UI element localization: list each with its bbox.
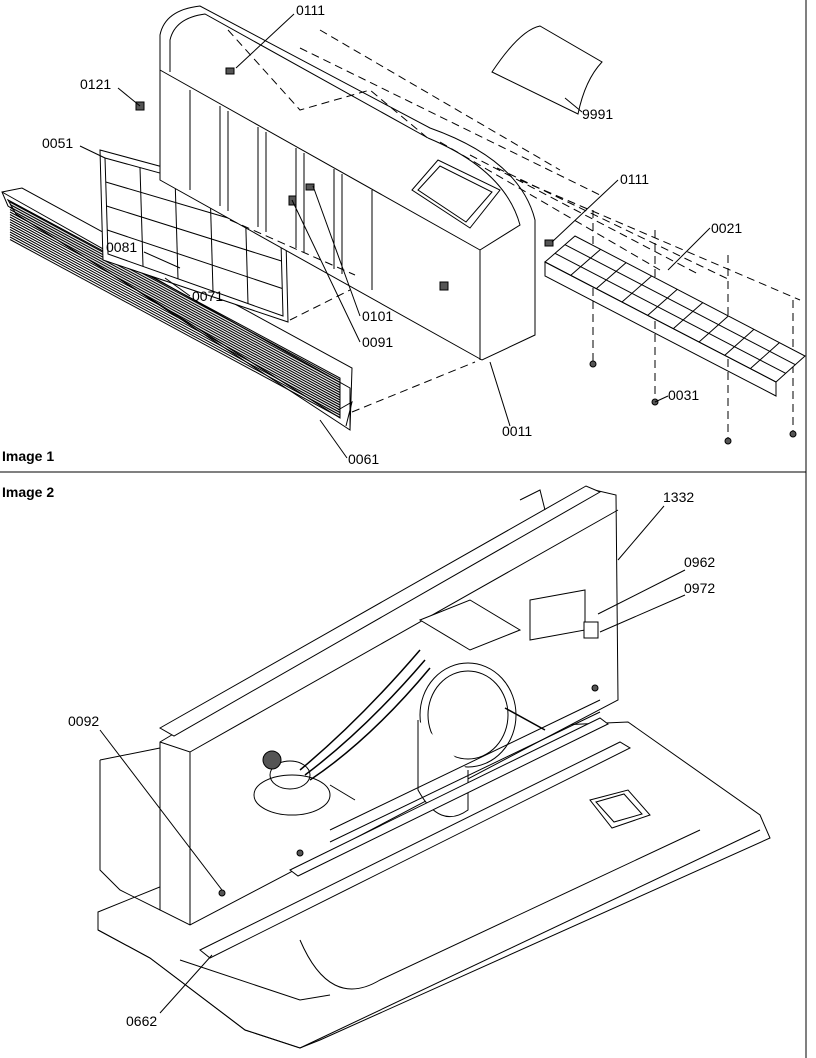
back-panel (99, 485, 619, 926)
callout-0111-top: 0111 (296, 2, 325, 18)
callout-9991: 9991 (582, 106, 613, 122)
assembly-lines (229, 29, 801, 440)
panel-1-drawing: 0111 0121 9991 0051 0111 0021 0081 0071 … (1, 2, 806, 467)
callout-1332: 1332 (663, 489, 694, 505)
leaders-1 (79, 13, 711, 459)
panel-2-drawing: 1332 0962 0972 0092 0662 Image 2 (2, 484, 771, 1049)
callout-0081: 0081 (106, 239, 137, 255)
callouts-2: 1332 0962 0972 0092 0662 (68, 489, 715, 1029)
callouts-1: 0111 0121 9991 0051 0111 0021 0081 0071 … (42, 2, 742, 467)
callout-0061: 0061 (348, 451, 379, 467)
callout-0662: 0662 (126, 1013, 157, 1029)
callout-0111-right: 0111 (620, 171, 649, 187)
callout-0011: 0011 (502, 423, 532, 439)
callout-0031: 0031 (668, 387, 699, 403)
panel-2-label: Image 2 (2, 484, 54, 500)
drain-tray (544, 235, 806, 397)
callout-0071: 0071 (192, 288, 223, 304)
callout-0972: 0972 (684, 580, 715, 596)
panel-1-label: Image 1 (2, 448, 54, 464)
callout-0962: 0962 (684, 554, 715, 570)
control-assembly (253, 649, 431, 816)
callout-0091: 0091 (362, 334, 393, 350)
cabinet (159, 5, 536, 361)
callout-0121: 0121 (80, 76, 111, 92)
leaders-2 (99, 505, 686, 1014)
callout-0101: 0101 (362, 308, 393, 324)
callout-0021: 0021 (711, 220, 742, 236)
mounting-rails (199, 699, 632, 959)
callout-0092: 0092 (68, 713, 99, 729)
deflector (491, 25, 603, 115)
front-grille (1, 187, 353, 431)
callout-0051: 0051 (42, 135, 73, 151)
